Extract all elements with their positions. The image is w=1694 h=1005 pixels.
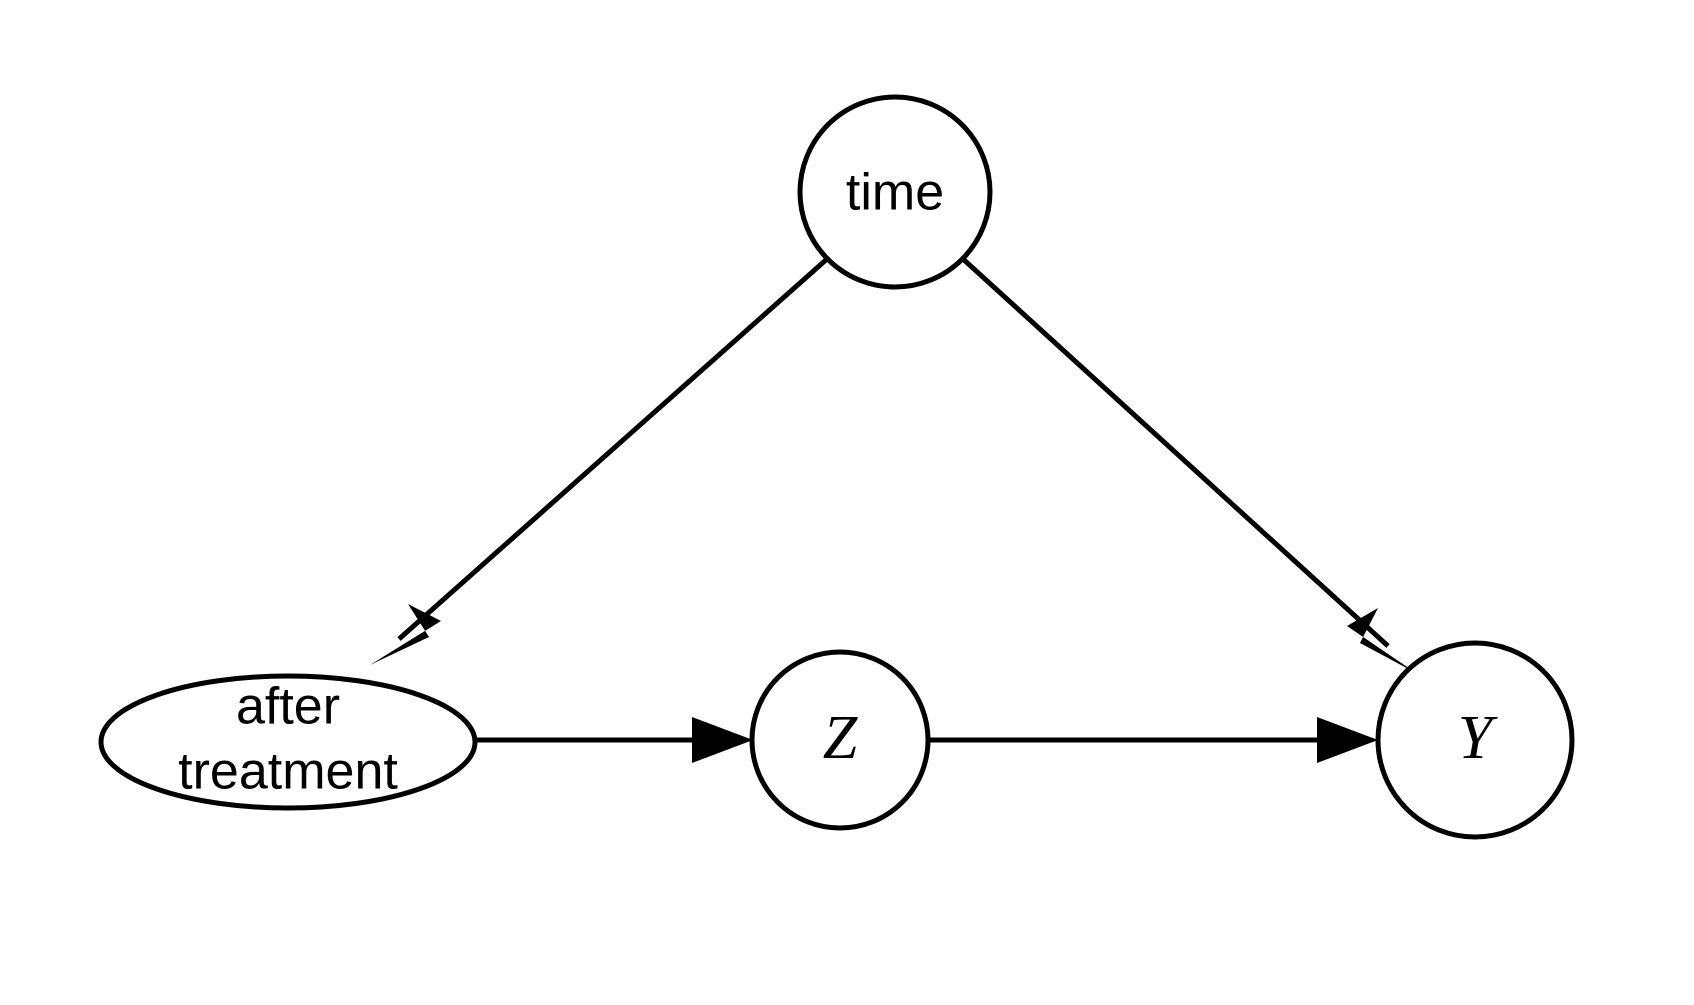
arrowhead-icon (1347, 608, 1416, 673)
node-label-Y: Y (1458, 704, 1498, 772)
arrowhead-icon (692, 717, 753, 763)
edge-after-treatment-to-Z (475, 717, 753, 763)
node-shape-ellipse[interactable] (98, 673, 478, 811)
edge-time-to-Y (961, 257, 1416, 673)
edge-line (961, 257, 1390, 648)
edge-line (397, 257, 829, 641)
node-shape-circle[interactable] (749, 649, 931, 831)
node-Y[interactable]: Y (1375, 640, 1575, 840)
node-label-Z: Z (823, 704, 858, 772)
arrowhead-icon (370, 604, 441, 665)
node-time[interactable]: time (797, 94, 993, 290)
node-shape-circle[interactable] (797, 94, 993, 290)
node-label-after-treatment-line2: treatment (178, 743, 398, 801)
node-label-after-treatment-line1: after (236, 678, 340, 736)
node-after-treatment[interactable]: after treatment (98, 673, 478, 811)
edge-Z-to-Y (928, 717, 1378, 763)
arrowhead-icon (1317, 717, 1378, 763)
node-shape-circle[interactable] (1375, 640, 1575, 840)
node-Z[interactable]: Z (749, 649, 931, 831)
node-label-time: time (846, 164, 944, 222)
edge-time-to-after-treatment (370, 257, 829, 665)
